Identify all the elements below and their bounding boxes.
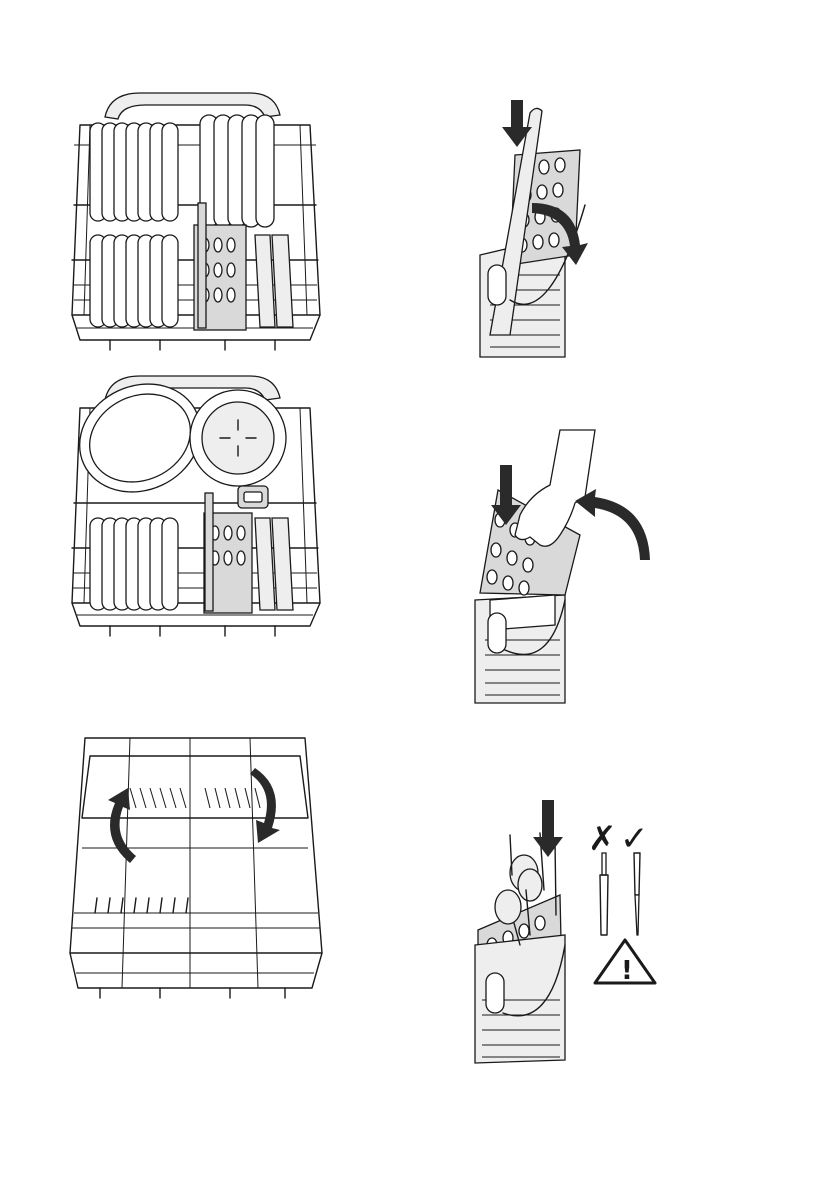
cutlery-basket-handle-figure [470,95,610,365]
lower-basket-fold-racks-icon [60,728,330,1008]
lower-basket-plates-figure [60,85,330,360]
cutlery-basket-lid-icon [470,425,665,705]
cutlery-basket-loaded-figure: ✗ ✓ ! [470,795,670,1070]
cutlery-basket-lid-figure [470,425,665,705]
lower-basket-plates-icon [60,85,330,360]
lower-basket-pans-figure [60,368,330,648]
lower-basket-fold-racks-figure [60,728,330,1008]
cutlery-basket-loaded-icon: ✗ ✓ ! [470,795,670,1070]
warning-symbol: ! [621,956,633,986]
lower-basket-pans-icon [60,368,330,648]
cutlery-basket-handle-icon [470,95,610,365]
